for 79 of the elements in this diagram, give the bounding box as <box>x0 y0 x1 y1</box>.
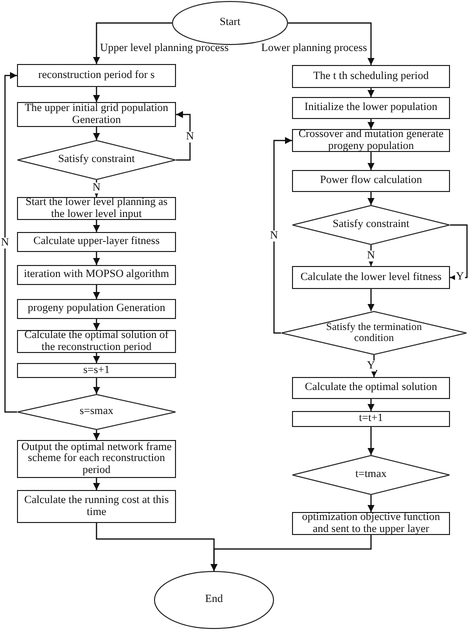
edge-label: N <box>0 238 10 248</box>
arrow <box>210 535 372 571</box>
arrow <box>93 220 100 232</box>
process-box <box>17 299 176 319</box>
arrow <box>93 478 100 490</box>
process-box <box>292 377 450 399</box>
lane-heading: Lower planning process <box>261 43 367 54</box>
arrow <box>368 88 374 97</box>
node-label: Satisfy the termination condition <box>325 322 423 344</box>
edge-label: N <box>269 230 279 242</box>
node-label: s=smax <box>78 406 114 418</box>
process-box <box>17 265 176 285</box>
node-label: Calculate the lower level fitness <box>299 272 443 284</box>
node-label: Calculate the running cost at this time <box>23 494 170 518</box>
node-label: t=t+1 <box>358 413 384 425</box>
edge-label: Y <box>455 272 465 282</box>
process-box <box>292 65 450 88</box>
node-label: Initialize the lower population <box>304 102 438 114</box>
node-label: Power flow calculation <box>318 175 424 187</box>
arrow <box>368 427 374 455</box>
node-label: Calculate the optimal solution <box>304 382 438 394</box>
arrow <box>93 378 100 394</box>
process-box <box>17 363 176 378</box>
arrow <box>93 319 100 330</box>
arrow <box>93 285 100 299</box>
node-label: progeny population Generation <box>26 303 166 315</box>
edge-label: Y <box>366 360 376 372</box>
process-box <box>292 170 450 192</box>
terminal-ellipse <box>172 1 288 45</box>
node-label: Satisfy constraint <box>332 219 410 231</box>
edge-label: N <box>366 250 376 262</box>
process-box <box>17 232 176 252</box>
node-label: iteration with MOPSO algorithm <box>22 269 170 281</box>
edge-label: N <box>185 132 195 142</box>
arrow <box>93 252 100 265</box>
node-label: Start the lower level planning as the lower level input <box>24 196 169 220</box>
arrow <box>93 127 100 140</box>
arrow <box>93 353 100 363</box>
process-box <box>292 97 450 119</box>
arrow <box>450 224 468 281</box>
node-label: optimization objective function and sent to the upper layer <box>300 512 442 536</box>
node-label: Satisfy constraint <box>57 154 136 166</box>
arrow <box>368 289 374 311</box>
node-label: End <box>204 594 224 606</box>
decision-diamond <box>292 205 450 245</box>
arrow <box>288 22 374 65</box>
arrow <box>4 72 17 413</box>
node-label: reconstruction period for s <box>37 70 156 82</box>
arrow <box>93 87 100 102</box>
process-box <box>17 490 176 523</box>
arrow <box>273 137 292 334</box>
node-label: Calculate upper-layer fitness <box>32 236 161 248</box>
node-label: The upper initial grid population Generation <box>24 102 170 126</box>
node-label: Output the optimal network frame scheme for each reconstruction period <box>20 442 173 476</box>
arrow <box>93 22 172 64</box>
node-label: Start <box>218 17 242 29</box>
process-box <box>292 411 450 427</box>
edge-label: N <box>92 182 102 194</box>
arrow <box>368 152 374 170</box>
node-label: s=s+1 <box>82 364 111 376</box>
terminal-ellipse <box>154 571 274 629</box>
arrow <box>176 111 191 161</box>
arrow <box>368 119 374 129</box>
node-label: t=tmax <box>354 469 388 481</box>
process-box <box>292 266 450 289</box>
decision-diamond <box>17 140 176 180</box>
decision-diamond <box>17 394 176 430</box>
lane-heading: Upper level planning process <box>100 43 229 54</box>
process-box <box>17 64 176 87</box>
node-label: The t th scheduling period <box>312 70 430 82</box>
arrow <box>370 355 378 377</box>
node-label: Crossover and mutation generate progeny population <box>297 128 445 152</box>
decision-diamond <box>281 311 467 355</box>
node-label: Calculate the optimal solution of the reconstruction period <box>23 330 170 354</box>
arrow <box>368 399 374 411</box>
decision-diamond <box>292 455 450 495</box>
arrow <box>368 495 374 512</box>
arrow <box>93 430 100 440</box>
arrow <box>368 192 374 205</box>
